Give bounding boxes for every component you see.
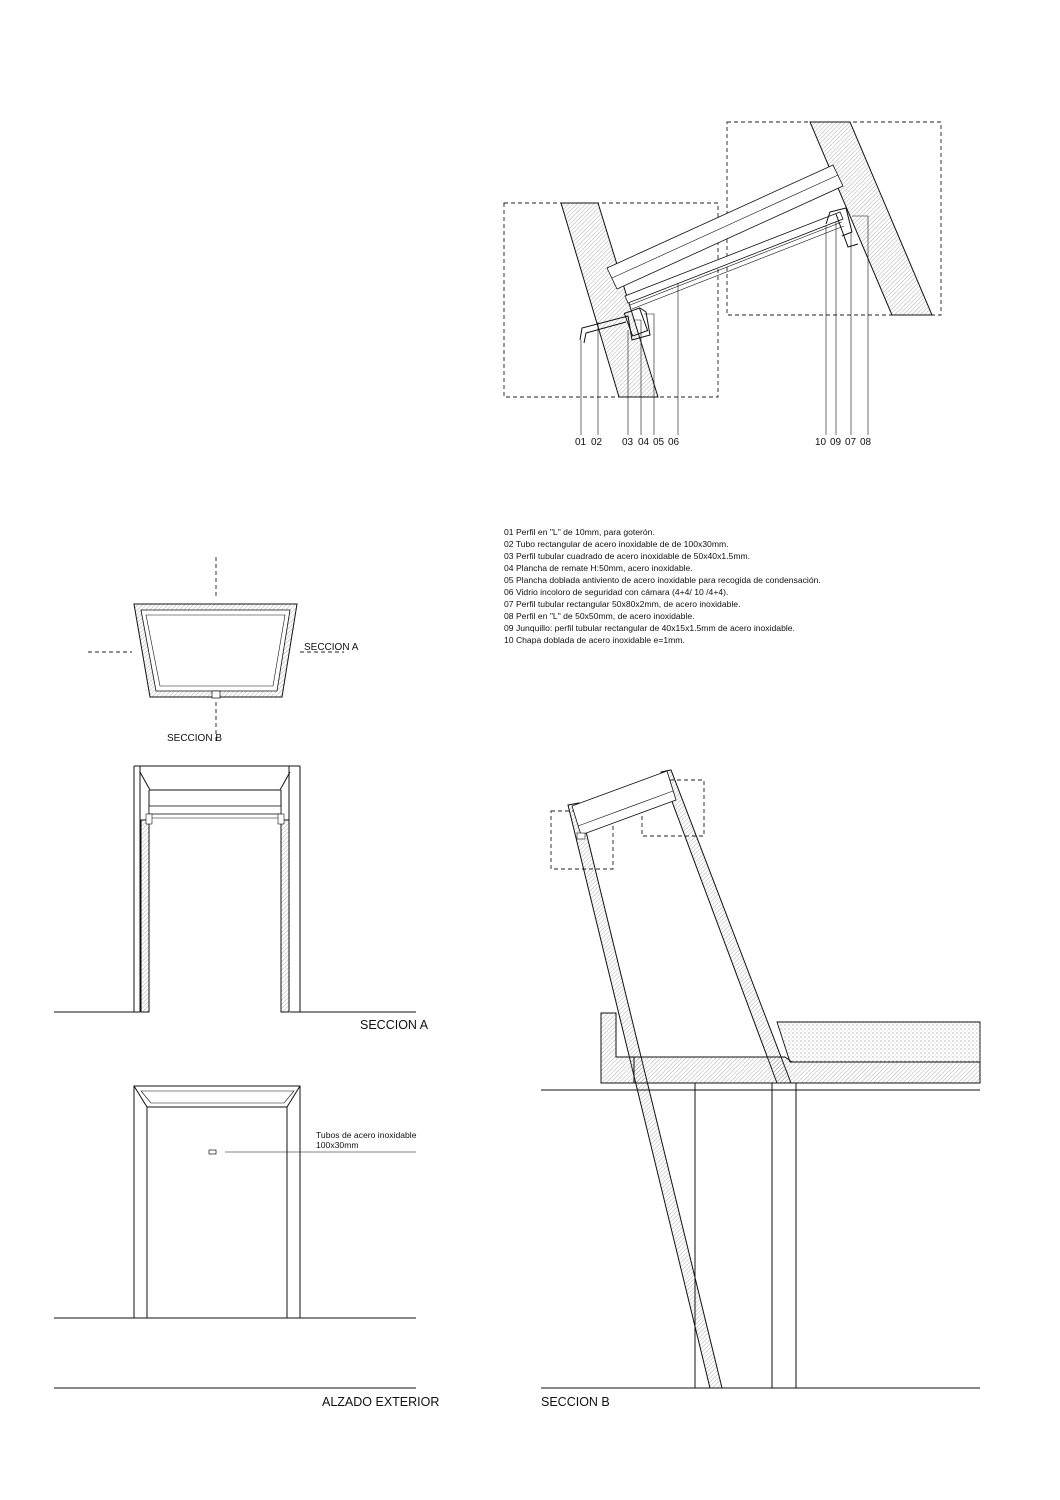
callout-07: 07 (845, 437, 857, 448)
section-b-back-wall (660, 769, 792, 1084)
plan-label-seccion-b: SECCION B (167, 733, 222, 744)
plan-view: SECCION A SECCION B (88, 557, 359, 744)
section-b-title: SECCION B (541, 1395, 610, 1409)
section-a-title: SECCION A (360, 1018, 429, 1032)
elevation-title: ALZADO EXTERIOR (322, 1395, 439, 1409)
section-b-front-wall (567, 802, 723, 1389)
legend-item-06: 06 Vidrio incoloro de seguridad con cáma… (504, 587, 728, 597)
legend-item-01: 01 Perfil en "L" de 10mm, para goterón. (504, 527, 655, 537)
legend-item-09: 09 Junquillo: perfil tubular rectangular… (504, 623, 795, 633)
legend: 01 Perfil en "L" de 10mm, para goterón. … (504, 527, 821, 645)
drip-profile (579, 307, 651, 341)
legend-item-05: 05 Plancha doblada antiviento de acero i… (504, 575, 821, 585)
legend-item-07: 07 Perfil tubular rectangular 50x80x2mm,… (504, 599, 740, 609)
legend-item-04: 04 Plancha de remate H:50mm, acero inoxi… (504, 563, 693, 573)
callout-06: 06 (668, 437, 680, 448)
wall-section-upper (809, 121, 933, 316)
callout-10: 10 (815, 437, 827, 448)
construction-detail: 01 02 03 04 05 06 10 09 07 08 (503, 121, 942, 448)
end-profile (825, 207, 853, 237)
legend-item-02: 02 Tubo rectangular de acero inoxidable … (504, 539, 729, 549)
legend-item-10: 10 Chapa doblada de acero inoxidable e=1… (504, 635, 685, 645)
callout-04: 04 (638, 437, 650, 448)
plan-label-seccion-a: SECCION A (304, 642, 359, 653)
detail-frame-lower (503, 202, 719, 398)
callout-05: 05 (653, 437, 665, 448)
tubular-profile (624, 211, 844, 304)
wall-section-lower (560, 202, 659, 398)
callout-01: 01 (575, 437, 587, 448)
legend-item-03: 03 Perfil tubular cuadrado de acero inox… (504, 551, 750, 561)
section-a-view: SECCION A (54, 765, 429, 1032)
callout-09: 09 (830, 437, 842, 448)
callout-03: 03 (622, 437, 634, 448)
elevation-view: Tubos de acero inoxidable 100x30mm ALZAD… (54, 1085, 439, 1409)
square-tube (623, 307, 649, 337)
section-b-view: SECCION B (541, 769, 981, 1409)
ground-fill (776, 1021, 981, 1063)
section-b-glass (571, 770, 677, 836)
glass-unit (606, 164, 844, 290)
tubes-label-line2: 100x30mm (316, 1140, 359, 1150)
tubes-label-line1: Tubos de acero inoxidable (316, 1130, 417, 1140)
callout-02: 02 (591, 437, 603, 448)
callout-08: 08 (860, 437, 872, 448)
legend-item-08: 08 Perfil en "L" de 50x50mm, de acero in… (504, 611, 695, 621)
tube-marker (208, 1149, 217, 1155)
